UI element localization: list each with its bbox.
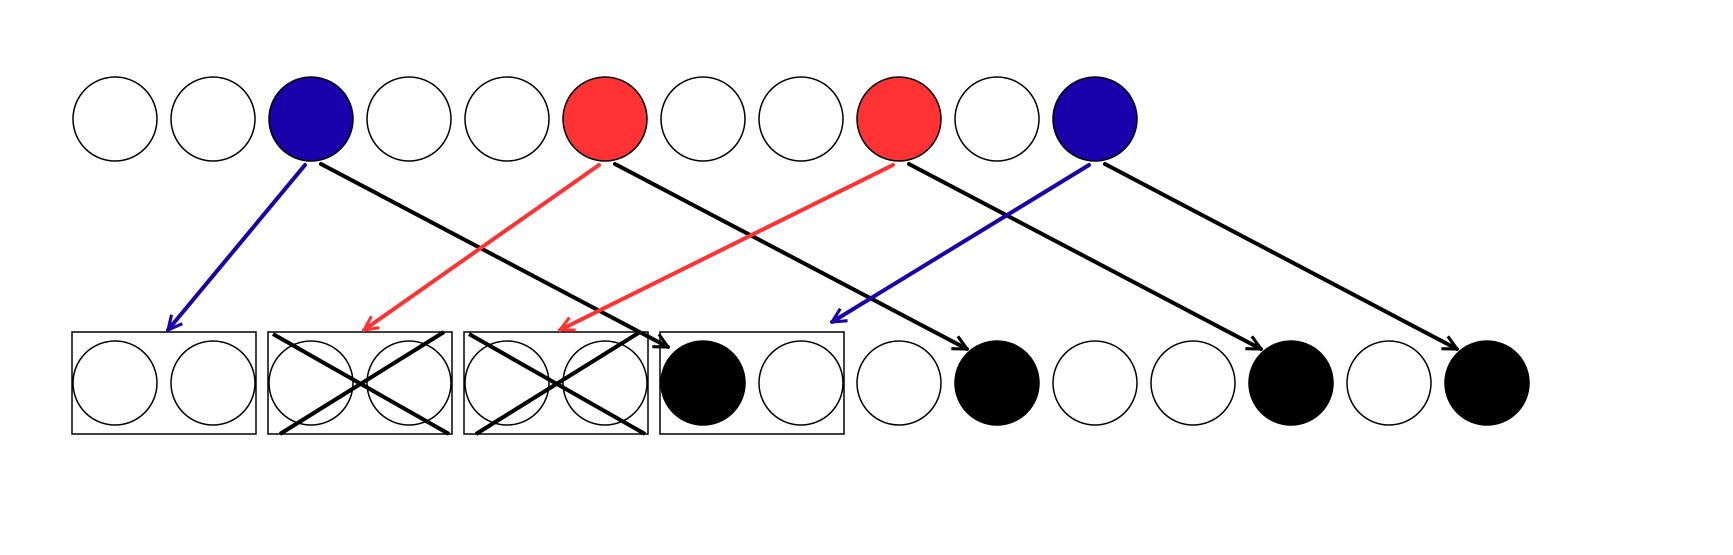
bottom-circle-empty: [1346, 340, 1432, 426]
group-box-0: [71, 331, 257, 435]
bottom-row: [72, 340, 1530, 426]
bottom-circle-empty: [366, 340, 452, 426]
cross-layer: [272, 330, 646, 436]
group-layer: [71, 331, 845, 435]
bottom-circle-black: [954, 340, 1040, 426]
bottom-circle-black: [1248, 340, 1334, 426]
top-circle-empty: [954, 76, 1040, 162]
arrow-black: [319, 162, 668, 349]
group-box-2: [463, 331, 649, 435]
bottom-circle-empty: [856, 340, 942, 426]
arrow-blue: [832, 163, 1091, 324]
bottom-circle-empty: [170, 340, 256, 426]
top-circle-empty: [72, 76, 158, 162]
arrow-red: [364, 163, 601, 332]
group-box-3: [659, 331, 845, 435]
top-circle-red: [562, 76, 648, 162]
top-circle-empty: [660, 76, 746, 162]
group-box-1: [267, 331, 453, 435]
arrow-black: [613, 162, 967, 351]
top-circle-empty: [758, 76, 844, 162]
top-circle-blue: [268, 76, 354, 162]
top-circle-empty: [170, 76, 256, 162]
arrow-layer: [168, 162, 1457, 351]
bottom-circle-empty: [758, 340, 844, 426]
top-row: [72, 76, 1138, 162]
bottom-circle-empty: [1150, 340, 1236, 426]
top-circle-red: [856, 76, 942, 162]
cross-mark-line: [278, 330, 446, 436]
bottom-circle-black: [660, 340, 746, 426]
cross-mark-line: [474, 330, 642, 436]
arrow-blue: [168, 163, 307, 330]
top-circle-blue: [1052, 76, 1138, 162]
top-circle-empty: [366, 76, 452, 162]
bottom-circle-black: [1444, 340, 1530, 426]
arrow-red: [560, 163, 895, 332]
top-circle-empty: [464, 76, 550, 162]
arrow-black: [1103, 162, 1457, 351]
bottom-circle-empty: [562, 340, 648, 426]
arrow-black: [907, 162, 1261, 351]
bottom-circle-empty: [72, 340, 158, 426]
bottom-circle-empty: [1052, 340, 1138, 426]
